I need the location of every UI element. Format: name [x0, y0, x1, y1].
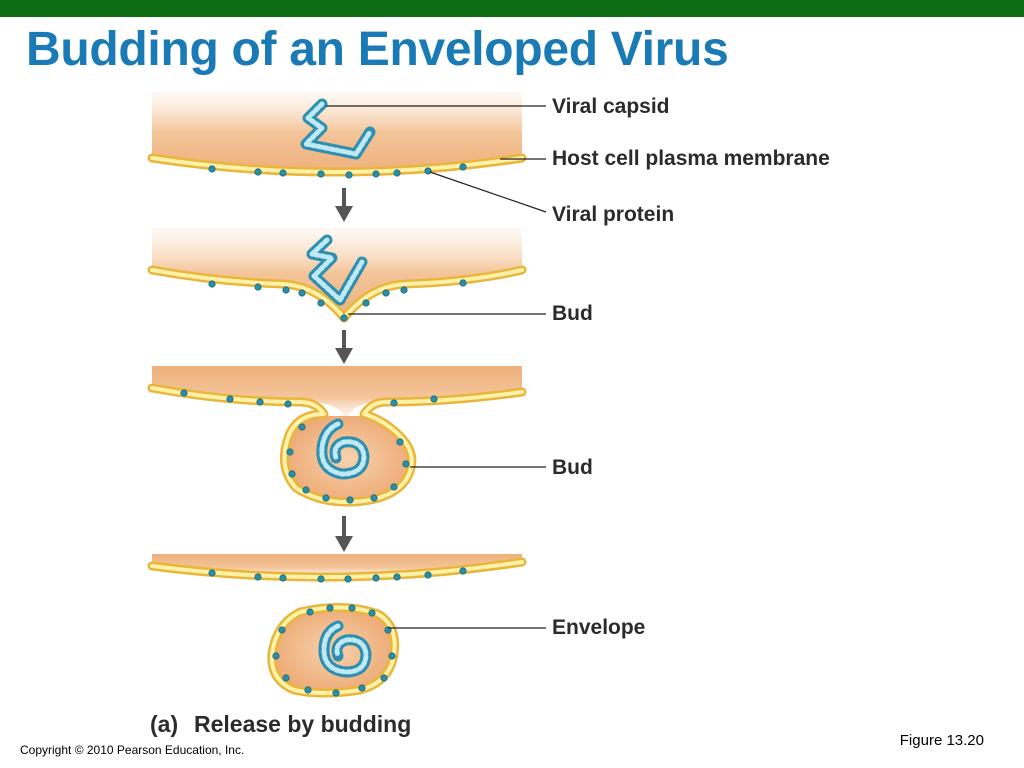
arrow-down-icon: [335, 188, 353, 222]
slide-title: Budding of an Enveloped Virus: [26, 23, 729, 76]
label-viral-capsid: Viral capsid: [552, 95, 670, 118]
stage-4-envelope-proteins: [272, 604, 396, 697]
stage-2-cytoplasm: [152, 228, 522, 318]
caption-text: Release by budding: [194, 711, 411, 737]
figure-number: Figure 13.20: [899, 732, 984, 749]
stage-3-viral-proteins: [180, 389, 438, 504]
stage-3-capsid: [316, 418, 370, 480]
leader-viral-protein: [429, 171, 547, 213]
stage-2-capsid: [306, 234, 368, 306]
stage-4-capsid: [318, 620, 372, 678]
stage-1-cytoplasm: [152, 92, 522, 172]
label-host-membrane: Host cell plasma membrane: [552, 147, 830, 170]
stage-4-viral-proteins: [208, 567, 467, 583]
stage-4: [147, 554, 527, 698]
stage-1-capsid: [300, 98, 376, 160]
label-bud-2: Bud: [552, 456, 593, 479]
stage-1-viral-proteins: [208, 163, 467, 179]
copyright-notice: Copyright © 2010 Pearson Education, Inc.: [20, 743, 245, 757]
label-viral-protein: Viral protein: [552, 203, 674, 226]
label-bud-1: Bud: [552, 302, 593, 325]
stage-2-viral-proteins: [208, 279, 467, 322]
stage-3-cytoplasm: [152, 366, 522, 418]
stage-1: [147, 92, 527, 179]
stage-2: [147, 228, 527, 323]
caption-letter: (a): [150, 711, 178, 737]
header-bar: [0, 0, 1024, 17]
stage-3-bud-fill: [284, 415, 412, 502]
arrow-down-icon: [335, 516, 353, 552]
stage-3: [147, 366, 527, 507]
label-envelope: Envelope: [552, 616, 645, 639]
arrow-down-icon: [335, 330, 353, 364]
